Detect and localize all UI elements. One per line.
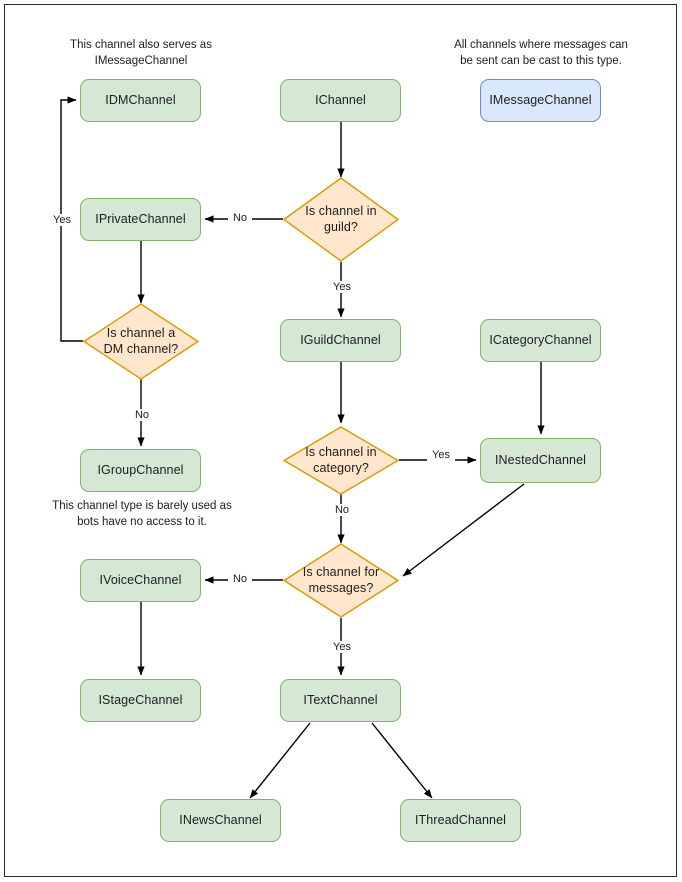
- decision-for-messages[interactable]: Is channel for messages?: [283, 543, 399, 618]
- decision-dm-channel[interactable]: Is channel a DM channel?: [83, 303, 199, 380]
- node-inested-channel[interactable]: INestedChannel: [480, 438, 601, 483]
- node-idm-channel[interactable]: IDMChannel: [80, 79, 201, 122]
- node-icategory-channel[interactable]: ICategoryChannel: [480, 319, 601, 362]
- edge-inested-to-messages-decision: [402, 483, 525, 577]
- edge-label-messages-no: No: [228, 573, 252, 586]
- edge-label-category-yes: Yes: [427, 449, 455, 462]
- decision-in-category[interactable]: Is channel in category?: [283, 426, 399, 495]
- node-ichannel[interactable]: IChannel: [280, 79, 401, 122]
- node-iguild-channel[interactable]: IGuildChannel: [280, 319, 401, 362]
- edge-itext-to-inews: [249, 722, 311, 799]
- decision-in-guild[interactable]: Is channel in guild?: [283, 177, 399, 262]
- node-ivoice-channel[interactable]: IVoiceChannel: [80, 559, 201, 602]
- edge-label-category-no: No: [330, 504, 354, 517]
- edge-label-dm-yes: Yes: [48, 214, 76, 227]
- node-istage-channel[interactable]: IStageChannel: [80, 679, 201, 722]
- annotation-group-channel: This channel type is barely used as bots…: [52, 500, 232, 528]
- node-igroup-channel[interactable]: IGroupChannel: [80, 449, 201, 492]
- edge-itext-to-ithread: [371, 722, 433, 799]
- node-itext-channel[interactable]: ITextChannel: [280, 679, 401, 722]
- decision-in-guild-label: Is channel in guild?: [305, 203, 377, 234]
- decision-dm-channel-label: Is channel a DM channel?: [103, 325, 179, 356]
- decision-in-category-label: Is channel in category?: [305, 444, 377, 475]
- edge-label-guild-yes: Yes: [328, 281, 356, 294]
- edge-label-dm-no: No: [130, 409, 154, 422]
- node-ithread-channel[interactable]: IThreadChannel: [400, 799, 521, 842]
- edge-label-messages-yes: Yes: [328, 641, 356, 654]
- edge-label-guild-no: No: [228, 212, 252, 225]
- annotation-dm-channel: This channel also serves as IMessageChan…: [70, 39, 212, 67]
- node-inews-channel[interactable]: INewsChannel: [160, 799, 281, 842]
- decision-for-messages-label: Is channel for messages?: [302, 564, 380, 595]
- node-imessage-channel[interactable]: IMessageChannel: [480, 79, 601, 122]
- annotation-message-channel: All channels where messages can be sent …: [454, 39, 628, 67]
- node-iprivate-channel[interactable]: IPrivateChannel: [80, 198, 201, 241]
